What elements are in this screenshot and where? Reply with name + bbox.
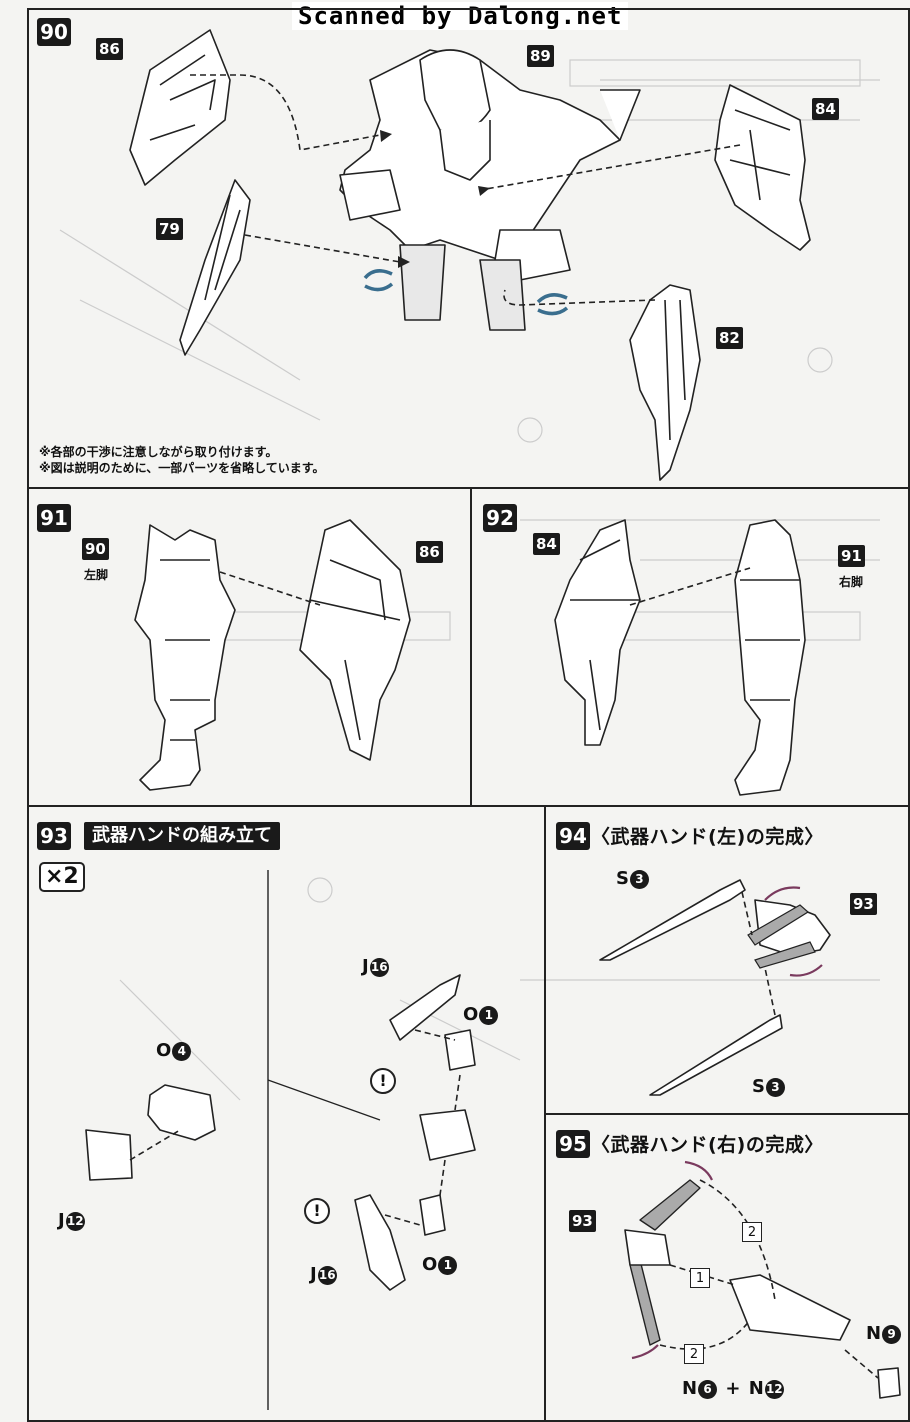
step-number: 93 — [37, 822, 71, 850]
panel-93 — [27, 805, 546, 1422]
part-number: 86 — [96, 38, 123, 60]
panel-94 — [544, 805, 910, 1115]
runner-number: 12 — [764, 1379, 784, 1399]
runner-letter: J — [58, 1210, 65, 1231]
runner-letter: S — [616, 868, 629, 889]
part-number: 91 — [838, 545, 865, 567]
part-sublabel: 右脚 — [839, 575, 864, 589]
step-number: 95 — [556, 1130, 590, 1158]
assembly-note: ※各部の干渉に注意しながら取り付けます。 — [39, 445, 278, 459]
part-number: 84 — [812, 98, 839, 120]
part-sublabel: 左脚 — [84, 568, 109, 582]
caution-icon: ! — [304, 1198, 330, 1224]
part-number: 89 — [527, 45, 554, 67]
part-number: 84 — [533, 533, 560, 555]
step-number: 91 — [37, 504, 71, 532]
part-number: 82 — [716, 327, 743, 349]
runner-letter: N — [748, 1378, 764, 1399]
runner-number: 3 — [629, 869, 649, 889]
runner-number: 16 — [317, 1265, 337, 1285]
runner-number: 16 — [369, 957, 389, 977]
runner-letter: S — [752, 1076, 765, 1097]
part-number: 93 — [850, 893, 877, 915]
runner-number: 4 — [172, 1041, 192, 1061]
runner-letter: O — [422, 1254, 438, 1275]
runner-letter: O — [463, 1004, 479, 1025]
assembly-note: ※図は説明のために、一部パーツを省略しています。 — [39, 461, 325, 475]
runner-letter: J — [362, 956, 369, 977]
quantity-multiplier: ×2 — [39, 862, 85, 892]
sequence-box: 1 — [690, 1268, 710, 1288]
part-number: 90 — [82, 538, 109, 560]
section-title: 〈武器ハンド(右)の完成〉 — [591, 1134, 824, 1156]
panel-91 — [27, 487, 472, 807]
runner-letter: N — [866, 1323, 882, 1344]
p90-drawing — [129, 29, 811, 481]
plus-sign: + — [725, 1378, 741, 1399]
part-number: 86 — [416, 541, 443, 563]
panel-95 — [544, 1113, 910, 1422]
runner-letter: N — [682, 1378, 698, 1399]
panel-90 — [27, 8, 910, 489]
part-number: 93 — [569, 1210, 596, 1232]
runner-number: 3 — [765, 1077, 785, 1097]
runner-number: 6 — [698, 1379, 718, 1399]
caution-mark: ! — [313, 1201, 321, 1220]
section-title: 〈武器ハンド(左)の完成〉 — [591, 826, 824, 848]
sequence-box: 2 — [684, 1344, 704, 1364]
runner-number: 12 — [65, 1211, 85, 1231]
step-number: 92 — [483, 504, 517, 532]
step-number: 94 — [556, 822, 590, 850]
section-title: 武器ハンドの組み立て — [84, 822, 280, 850]
caution-icon: ! — [370, 1068, 396, 1094]
runner-number: 9 — [882, 1324, 902, 1344]
runner-number: 1 — [438, 1255, 458, 1275]
step-number: 90 — [37, 18, 71, 46]
caution-mark: ! — [379, 1071, 387, 1090]
part-number: 79 — [156, 218, 183, 240]
runner-letter: O — [156, 1040, 172, 1061]
runner-number: 1 — [479, 1005, 499, 1025]
watermark: Scanned by Dalong.net — [292, 2, 629, 30]
sequence-box: 2 — [742, 1222, 762, 1242]
runner-letter: J — [310, 1264, 317, 1285]
